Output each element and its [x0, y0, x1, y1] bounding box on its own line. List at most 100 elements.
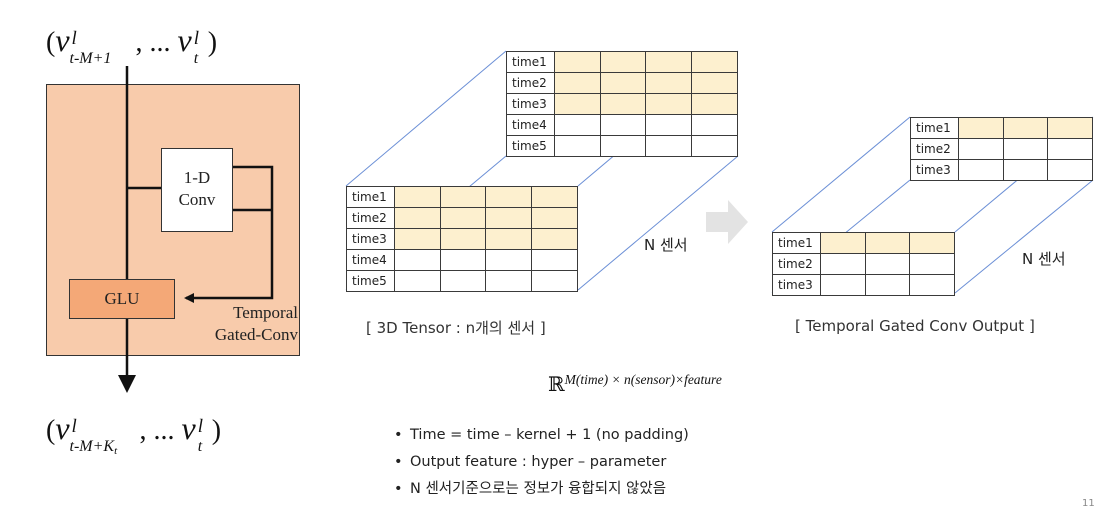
bullet-list: Time = time – kernel + 1 (no padding) Ou…	[394, 422, 689, 503]
table-row: time5	[346, 270, 578, 292]
tensor-cell	[645, 135, 693, 157]
tensor-cell	[957, 159, 1004, 181]
tensor-cell	[1002, 138, 1049, 160]
table-row: time1	[910, 117, 1093, 139]
gated-conv-flow	[118, 66, 274, 393]
conv-label-conv: Conv	[178, 190, 216, 209]
tensor-cell	[599, 114, 647, 136]
tensor-cell	[645, 93, 693, 115]
tensor-cell	[531, 228, 578, 250]
time-row-label: time1	[910, 117, 959, 139]
table-row: time3	[772, 274, 955, 296]
output-arrowhead	[118, 375, 136, 393]
tensor-cell	[531, 207, 578, 229]
tensor-cell	[393, 207, 441, 229]
output-caption: [ Temporal Gated Conv Output ]	[795, 317, 1035, 335]
tensor-cell	[909, 232, 955, 254]
tensor-cell	[531, 186, 578, 208]
tensor-cell	[691, 114, 738, 136]
tensor-cell	[439, 228, 487, 250]
tensor-cell	[393, 228, 441, 250]
tensor-cell	[485, 186, 533, 208]
tensor-cell	[909, 253, 955, 275]
tensor-cell	[599, 72, 647, 94]
time-row-label: time5	[506, 135, 555, 157]
tensor-cell	[485, 207, 533, 229]
tensor-cell	[439, 270, 487, 292]
tensor-cell	[691, 135, 738, 157]
table-row: time1	[346, 186, 578, 208]
tensor-cell	[957, 117, 1004, 139]
page-number: 11	[1082, 498, 1095, 509]
time-row-label: time3	[910, 159, 959, 181]
tensor-cell	[819, 232, 866, 254]
conv-label-1d: 1-D	[183, 168, 211, 187]
tensor-cell	[393, 270, 441, 292]
time-row-label: time4	[346, 249, 395, 271]
tensor-cell	[485, 228, 533, 250]
time-row-label: time1	[772, 232, 821, 254]
output-depth-label: N 센서	[1022, 250, 1066, 268]
glu-box: GLU	[69, 279, 175, 319]
tensor-cell	[439, 207, 487, 229]
tensor-cell	[957, 138, 1004, 160]
tensor-cell	[553, 72, 601, 94]
tensor-cell	[599, 135, 647, 157]
time-row-label: time3	[346, 228, 395, 250]
tensor-cell	[645, 51, 693, 73]
tensor-cell	[1002, 159, 1049, 181]
table-row: time3	[506, 93, 738, 115]
table-row: time1	[772, 232, 955, 254]
table-row: time2	[506, 72, 738, 94]
time-row-label: time2	[506, 72, 555, 94]
tensor-cell	[864, 253, 911, 275]
tensor-cell	[599, 93, 647, 115]
tensor-cell	[553, 93, 601, 115]
conv-1d-box: 1-D Conv	[161, 148, 233, 232]
shape-formula: ℝM(time) × n(sensor)×feature	[548, 372, 722, 396]
bullet-item: Time = time – kernel + 1 (no padding)	[394, 422, 689, 449]
tensor-cell	[864, 232, 911, 254]
table-row: time3	[910, 159, 1093, 181]
tensor-cell	[599, 51, 647, 73]
tensor-caption: [ 3D Tensor : n개의 센서 ]	[366, 319, 546, 337]
table-row: time1	[506, 51, 738, 73]
tensor-cell	[1047, 159, 1093, 181]
tensor-cell	[553, 51, 601, 73]
time-row-label: time2	[772, 253, 821, 275]
time-row-label: time3	[506, 93, 555, 115]
tensor-cell	[485, 249, 533, 271]
tensor-cell	[645, 72, 693, 94]
tensor-cell	[439, 186, 487, 208]
bullet-item: N 센서기준으로는 정보가 융합되지 않았음	[394, 476, 689, 503]
table-row: time4	[506, 114, 738, 136]
tensor-cell	[1047, 138, 1093, 160]
tensor-cell	[645, 114, 693, 136]
table-row: time2	[346, 207, 578, 229]
bullet-item: Output feature : hyper – parameter	[394, 449, 689, 476]
tensor-cell	[691, 72, 738, 94]
tensor-cell	[553, 135, 601, 157]
table-row: time2	[772, 253, 955, 275]
tensor-cell	[439, 249, 487, 271]
tensor-cell	[819, 274, 866, 296]
tensor-cell	[909, 274, 955, 296]
tensor-cell	[864, 274, 911, 296]
tensor-cell	[1002, 117, 1049, 139]
tensor-depth-label: N 센서	[644, 236, 688, 254]
time-row-label: time1	[346, 186, 395, 208]
table-row: time4	[346, 249, 578, 271]
tensor-cell	[819, 253, 866, 275]
tensor-cell	[531, 270, 578, 292]
time-row-label: time1	[506, 51, 555, 73]
